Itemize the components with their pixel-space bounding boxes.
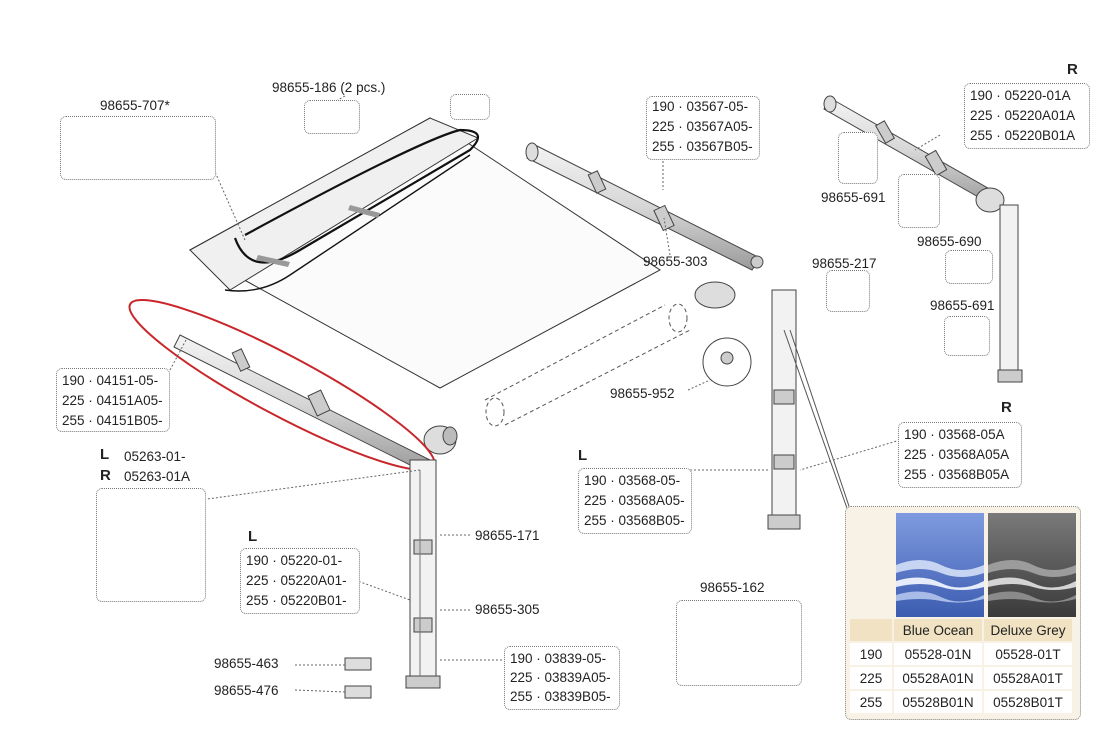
table-row: 190 05528-01N 05528-01T [850, 643, 1072, 665]
part-label-98655-476: 98655-476 [214, 683, 279, 698]
part-label-98655-217: 98655-217 [812, 256, 877, 271]
side-label-l-arm: L [248, 528, 258, 545]
leg-left-line-1: 190 · 03568-05- [584, 473, 681, 488]
right-arm-line-1: 190 · 05220-01A [970, 88, 1071, 103]
front-rail-box [56, 368, 170, 432]
table-cell: 225 [850, 667, 892, 689]
part-label-98655-707: 98655-707* [100, 98, 170, 113]
part-box-98655-690-b [945, 250, 993, 284]
part-box-98655-186 [304, 100, 360, 134]
leg-left-line-3: 255 · 03568B05- [584, 513, 685, 528]
part-label-98655-691-b: 98655-691 [930, 298, 995, 313]
right-arm-line-3: 255 · 05220B01A [970, 128, 1076, 143]
leg-right-line-2: 225 · 03568A05A [904, 447, 1010, 462]
side-label-l-leg: L [578, 447, 588, 464]
leg-extension-line-1: 190 · 03839-05- [510, 651, 607, 666]
end-cap-right-code: 05263-01A [124, 469, 191, 484]
left-arm-line-3: 255 · 05220B01- [246, 593, 347, 608]
swatch-blue-ocean [896, 513, 984, 617]
side-label-l-left: L [100, 446, 110, 463]
part-label-98655-162: 98655-162 [700, 580, 765, 595]
top-rail-line-2: 225 · 03567A05- [652, 119, 753, 134]
leg-extension-line-2: 225 · 03839A05- [510, 670, 611, 685]
swatch-deluxe-grey [988, 513, 1076, 617]
side-label-r-left: R [100, 467, 111, 484]
left-leg [405, 459, 441, 689]
front-rail-line-1: 190 · 04151-05- [62, 373, 159, 388]
awning-fabric [188, 117, 691, 427]
top-rail-box [646, 96, 760, 160]
table-cell: 05528-01T [984, 643, 1072, 665]
part-box-98655-217 [826, 270, 870, 312]
left-arm-line-2: 225 · 05220A01- [246, 573, 347, 588]
fabric-table-header-grey: Deluxe Grey [984, 619, 1072, 641]
right-arm [823, 95, 1023, 383]
top-rail-line-1: 190 · 03567-05- [652, 99, 749, 114]
part-label-98655-186: 98655-186 (2 pcs.) [272, 80, 386, 95]
front-rail-line-3: 255 · 04151B05- [62, 413, 163, 428]
table-cell: 05528A01N [894, 667, 982, 689]
fabric-swatches [896, 513, 1076, 617]
leg-left-line-2: 225 · 03568A05- [584, 493, 685, 508]
part-box-98655-690 [898, 174, 940, 228]
end-cap-left-code: 05263-01- [124, 449, 186, 464]
table-row: 225 05528A01N 05528A01T [850, 667, 1072, 689]
part-label-98655-690: 98655-690 [917, 234, 982, 249]
part-label-98655-691-a: 98655-691 [821, 190, 886, 205]
left-arm-line-1: 190 · 05220-01- [246, 553, 343, 568]
leg-extension-box [504, 646, 620, 710]
leg-right-box [898, 422, 1022, 488]
part-label-98655-463: 98655-463 [214, 656, 279, 671]
leg-left-box [578, 468, 692, 534]
right-arm-box [964, 83, 1090, 149]
part-box-98655-186-b [450, 94, 490, 120]
table-row: 255 05528B01N 05528B01T [850, 691, 1072, 713]
leg-right-line-3: 255 · 03568B05A [904, 467, 1010, 482]
end-cap-box [96, 488, 206, 602]
part-box-98655-162 [676, 600, 802, 686]
center-leg [702, 289, 863, 546]
side-label-r-mid: R [1001, 399, 1012, 416]
part-label-98655-303: 98655-303 [643, 254, 708, 269]
part-label-98655-171: 98655-171 [475, 528, 540, 543]
part-label-98655-952: 98655-952 [610, 386, 675, 401]
side-label-r-top: R [1067, 61, 1078, 78]
leg-extension-line-3: 255 · 03839B05- [510, 689, 611, 704]
fabric-table: Blue Ocean Deluxe Grey 190 05528-01N 055… [848, 617, 1074, 715]
table-cell: 05528B01N [894, 691, 982, 713]
table-cell: 05528A01T [984, 667, 1072, 689]
leg-right-line-1: 190 · 03568-05A [904, 427, 1005, 442]
part-label-98655-305: 98655-305 [475, 602, 540, 617]
top-rail-line-3: 255 · 03567B05- [652, 139, 753, 154]
part-box-98655-707 [60, 116, 216, 180]
fabric-table-header-size [850, 619, 892, 641]
table-cell: 05528B01T [984, 691, 1072, 713]
left-arm-box [240, 548, 360, 614]
part-box-98655-691-b [944, 316, 990, 356]
part-box-98655-691-a [838, 132, 878, 184]
front-rail-line-2: 225 · 04151A05- [62, 393, 163, 408]
leader-lines [169, 95, 941, 693]
end-cap-drawing [423, 425, 458, 455]
right-arm-line-2: 225 · 05220A01A [970, 108, 1076, 123]
fabric-table-header: Blue Ocean Deluxe Grey [850, 619, 1072, 641]
table-cell: 05528-01N [894, 643, 982, 665]
table-cell: 255 [850, 691, 892, 713]
fabric-table-header-blue: Blue Ocean [894, 619, 982, 641]
table-cell: 190 [850, 643, 892, 665]
